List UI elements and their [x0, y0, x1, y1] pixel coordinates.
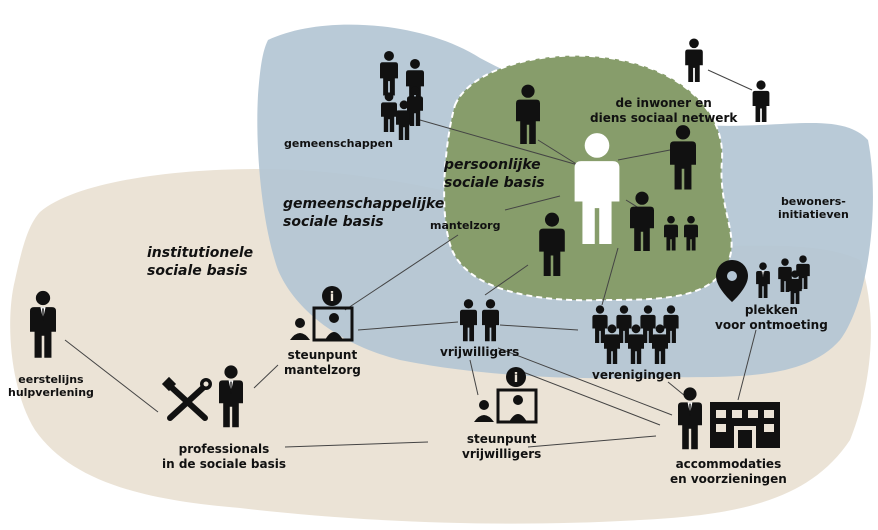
- label-eerstelijns: eerstelijns hulpverlening: [8, 373, 94, 399]
- label-plekken: plekken voor ontmoeting: [715, 303, 828, 332]
- person-icon: [752, 80, 770, 122]
- label-mantelzorg: mantelzorg: [430, 219, 501, 232]
- zone-label-community: gemeenschappelijke sociale basis: [283, 196, 445, 230]
- support-desk-volunteers-icon: i: [474, 367, 538, 424]
- building-icon: [710, 402, 780, 448]
- label-accommodaties: accommodaties en voorzieningen: [670, 457, 787, 486]
- label-bewoners: bewoners- initiatieven: [778, 195, 849, 221]
- svg-text:i: i: [330, 290, 334, 305]
- person-icon: [685, 38, 703, 82]
- zone-label-institutional: institutionele sociale basis: [147, 245, 254, 279]
- label-steunpunt-vrijwilligers: steunpunt vrijwilligers: [462, 432, 542, 461]
- label-verenigingen: verenigingen: [592, 368, 682, 382]
- location-pin-icon: [716, 260, 748, 302]
- label-gemeenschappen: gemeenschappen: [284, 137, 393, 150]
- label-professionals: professionals in de sociale basis: [162, 442, 286, 471]
- support-desk-mantelzorg-icon: i: [290, 286, 354, 342]
- label-steunpunt-mantelzorg: steunpunt mantelzorg: [284, 348, 361, 377]
- svg-text:i: i: [514, 371, 518, 386]
- zone-label-personal: persoonlijke sociale basis: [444, 157, 545, 191]
- label-vrijwilligers: vrijwilligers: [440, 345, 520, 359]
- label-inwoner: de inwoner en diens sociaal netwerk: [590, 96, 738, 125]
- tools-icon: [161, 376, 212, 421]
